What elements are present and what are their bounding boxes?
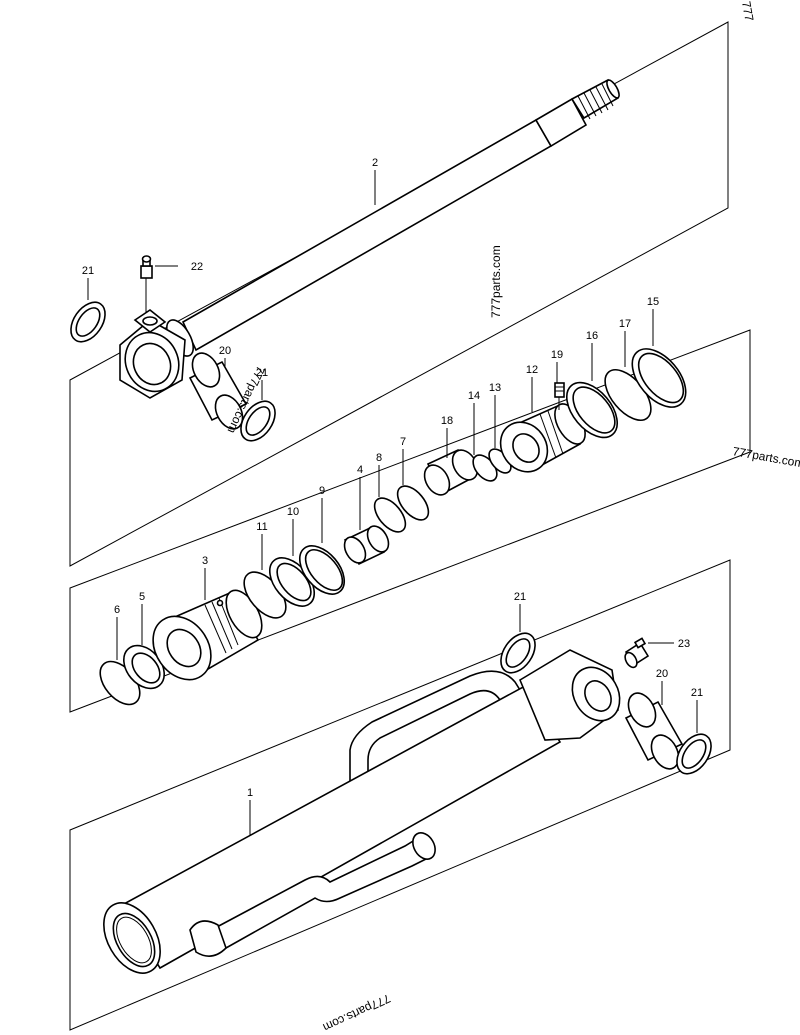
callout-12: 12 <box>526 364 538 376</box>
ring-5 <box>123 644 165 690</box>
callout-18: 18 <box>441 415 453 427</box>
seal-kit-frame <box>69 329 751 713</box>
callout-21-tube-top: 21 <box>514 591 526 603</box>
washer-21-tube-top <box>500 632 536 674</box>
callout-19: 19 <box>551 349 563 361</box>
callout-13: 13 <box>489 382 501 394</box>
piston-rod <box>119 78 620 399</box>
bushing-20-tube <box>624 692 684 770</box>
piston-12 <box>499 402 586 473</box>
leader-lines <box>87 170 698 835</box>
callout-21-rod-right: 21 <box>256 367 268 379</box>
callout-6: 6 <box>114 604 120 616</box>
bushing-4 <box>343 525 390 566</box>
callout-9: 9 <box>319 485 325 497</box>
callout-21-tube-bottom: 21 <box>691 687 703 699</box>
callout-23: 23 <box>678 638 690 650</box>
washer-21-rod-right <box>240 400 276 442</box>
washer-21-rod-left <box>70 301 106 343</box>
callout-16: 16 <box>586 330 598 342</box>
watermark-top-right: 777 <box>739 0 756 22</box>
callout-7: 7 <box>400 436 406 448</box>
watermark-vertical: 777parts.com <box>489 245 503 318</box>
ring-15 <box>631 348 687 408</box>
seal-9 <box>298 545 346 595</box>
watermark-right: 777parts.com <box>731 444 800 470</box>
callout-21-rod-left: 21 <box>82 265 94 277</box>
bushing-20-rod <box>188 352 248 430</box>
washer-21-tube-bottom <box>676 733 712 775</box>
callout-14: 14 <box>468 390 480 402</box>
callout-10: 10 <box>287 506 299 518</box>
callout-4: 4 <box>357 464 363 476</box>
set-screw-19 <box>554 382 565 410</box>
callout-22: 22 <box>191 261 203 273</box>
rod-frame <box>69 21 729 567</box>
cylinder-head-3 <box>152 589 263 681</box>
callout-17: 17 <box>619 318 631 330</box>
callout-1: 1 <box>247 787 253 799</box>
callout-5: 5 <box>139 591 145 603</box>
callout-2: 2 <box>372 157 378 169</box>
spacer-18 <box>423 448 479 496</box>
cylinder-tube <box>103 649 621 974</box>
callout-11: 11 <box>256 521 267 533</box>
callout-15: 15 <box>647 296 659 308</box>
callout-20-tube: 20 <box>656 668 668 680</box>
callout-8: 8 <box>376 452 382 464</box>
callout-20-rod: 20 <box>219 345 231 357</box>
ring-16 <box>566 381 618 439</box>
grease-nipple-22 <box>140 255 153 312</box>
o-ring-7 <box>396 485 430 521</box>
o-ring-8 <box>373 497 407 533</box>
watermark-bottom: 777parts.com <box>321 991 393 1034</box>
fitting-23 <box>624 637 650 669</box>
callout-3: 3 <box>202 555 208 567</box>
